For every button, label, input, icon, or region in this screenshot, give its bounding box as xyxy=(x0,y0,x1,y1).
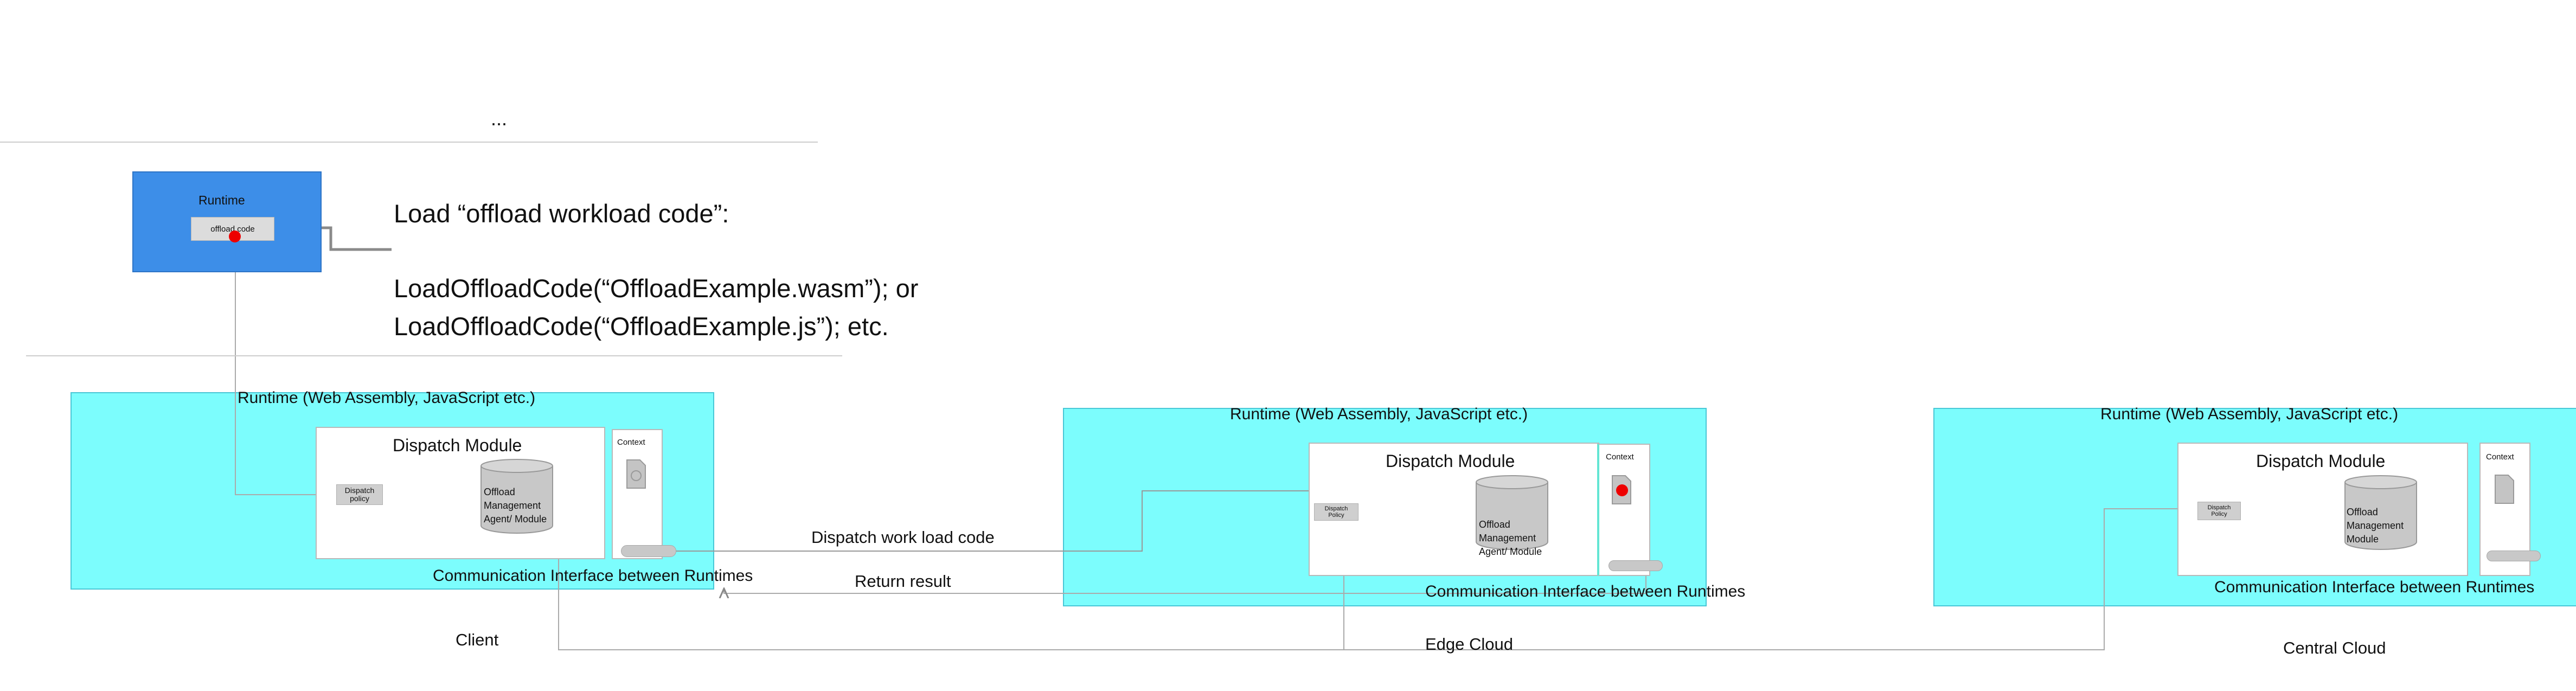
edge-caption: Edge Cloud xyxy=(1425,635,1514,654)
client-agent-label: Offload Management Agent/ Module xyxy=(484,487,547,525)
central-agent-label: Offload Management Module xyxy=(2347,507,2404,545)
edge-comm-pill[interactable] xyxy=(1609,560,1663,571)
client-runtime-box: Runtime offload code xyxy=(132,171,322,272)
return-result-label: Return result xyxy=(855,572,951,591)
client-runtime-label: Runtime (Web Assembly, JavaScript etc.) xyxy=(238,389,536,407)
edge-dispatch-policy-label: Dispatch Policy xyxy=(1324,505,1348,519)
central-dispatch-policy-label: Dispatch Policy xyxy=(2207,504,2231,517)
central-dispatch-module-title: Dispatch Module xyxy=(2256,451,2386,471)
client-dispatch-policy[interactable]: Dispatch policy xyxy=(336,484,383,505)
edge-runtime-label: Runtime (Web Assembly, JavaScript etc.) xyxy=(1230,405,1528,423)
offload-code-label: offload code xyxy=(210,224,255,234)
client-dispatch-policy-label: Dispatch policy xyxy=(344,485,375,503)
client-dispatch-module-title: Dispatch Module xyxy=(393,436,522,455)
load-example-wasm: LoadOffloadCode(“OffloadExample.wasm”); … xyxy=(394,274,919,303)
central-comm-interface-label: Communication Interface between Runtimes xyxy=(2214,578,2535,596)
client-caption: Client xyxy=(456,630,499,649)
edge-context-label: Context xyxy=(1606,452,1634,462)
central-context-label: Context xyxy=(2486,452,2514,462)
edge-dispatch-policy[interactable]: Dispatch Policy xyxy=(1314,503,1359,521)
client-dispatch-module: Dispatch Module xyxy=(316,427,605,559)
client-agent-cylinder xyxy=(480,459,553,534)
load-instruction: Load “offload workload code”: xyxy=(394,199,729,228)
ellipsis: ... xyxy=(491,107,508,130)
middle-divider xyxy=(26,355,842,356)
central-dispatch-policy[interactable]: Dispatch Policy xyxy=(2197,502,2241,520)
central-agent-cylinder xyxy=(2344,475,2417,550)
edge-dispatch-module-title: Dispatch Module xyxy=(1386,451,1515,471)
client-context-panel: Context xyxy=(612,429,663,559)
central-caption: Central Cloud xyxy=(2283,638,2386,657)
dispatch-workload-label: Dispatch work load code xyxy=(811,528,995,547)
edge-comm-interface-label: Communication Interface between Runtimes xyxy=(1425,583,1746,600)
load-example-js: LoadOffloadCode(“OffloadExample.js”); et… xyxy=(394,312,889,341)
central-runtime-label: Runtime (Web Assembly, JavaScript etc.) xyxy=(2100,405,2399,423)
edge-agent-label: Offload Management Agent/ Module xyxy=(1479,519,1542,558)
client-context-label: Context xyxy=(617,438,645,447)
edge-context-marker xyxy=(1616,484,1628,496)
offload-code-marker xyxy=(229,231,241,242)
client-runtime-title: Runtime xyxy=(198,193,245,207)
client-comm-interface-label: Communication Interface between Runtimes xyxy=(433,567,753,585)
central-comm-pill[interactable] xyxy=(2487,551,2541,561)
edge-context-panel: Context xyxy=(1597,444,1650,576)
top-divider xyxy=(0,142,818,143)
central-context-document-icon xyxy=(2495,475,2514,504)
client-comm-pill[interactable] xyxy=(621,545,676,557)
client-context-document-icon xyxy=(626,459,646,489)
